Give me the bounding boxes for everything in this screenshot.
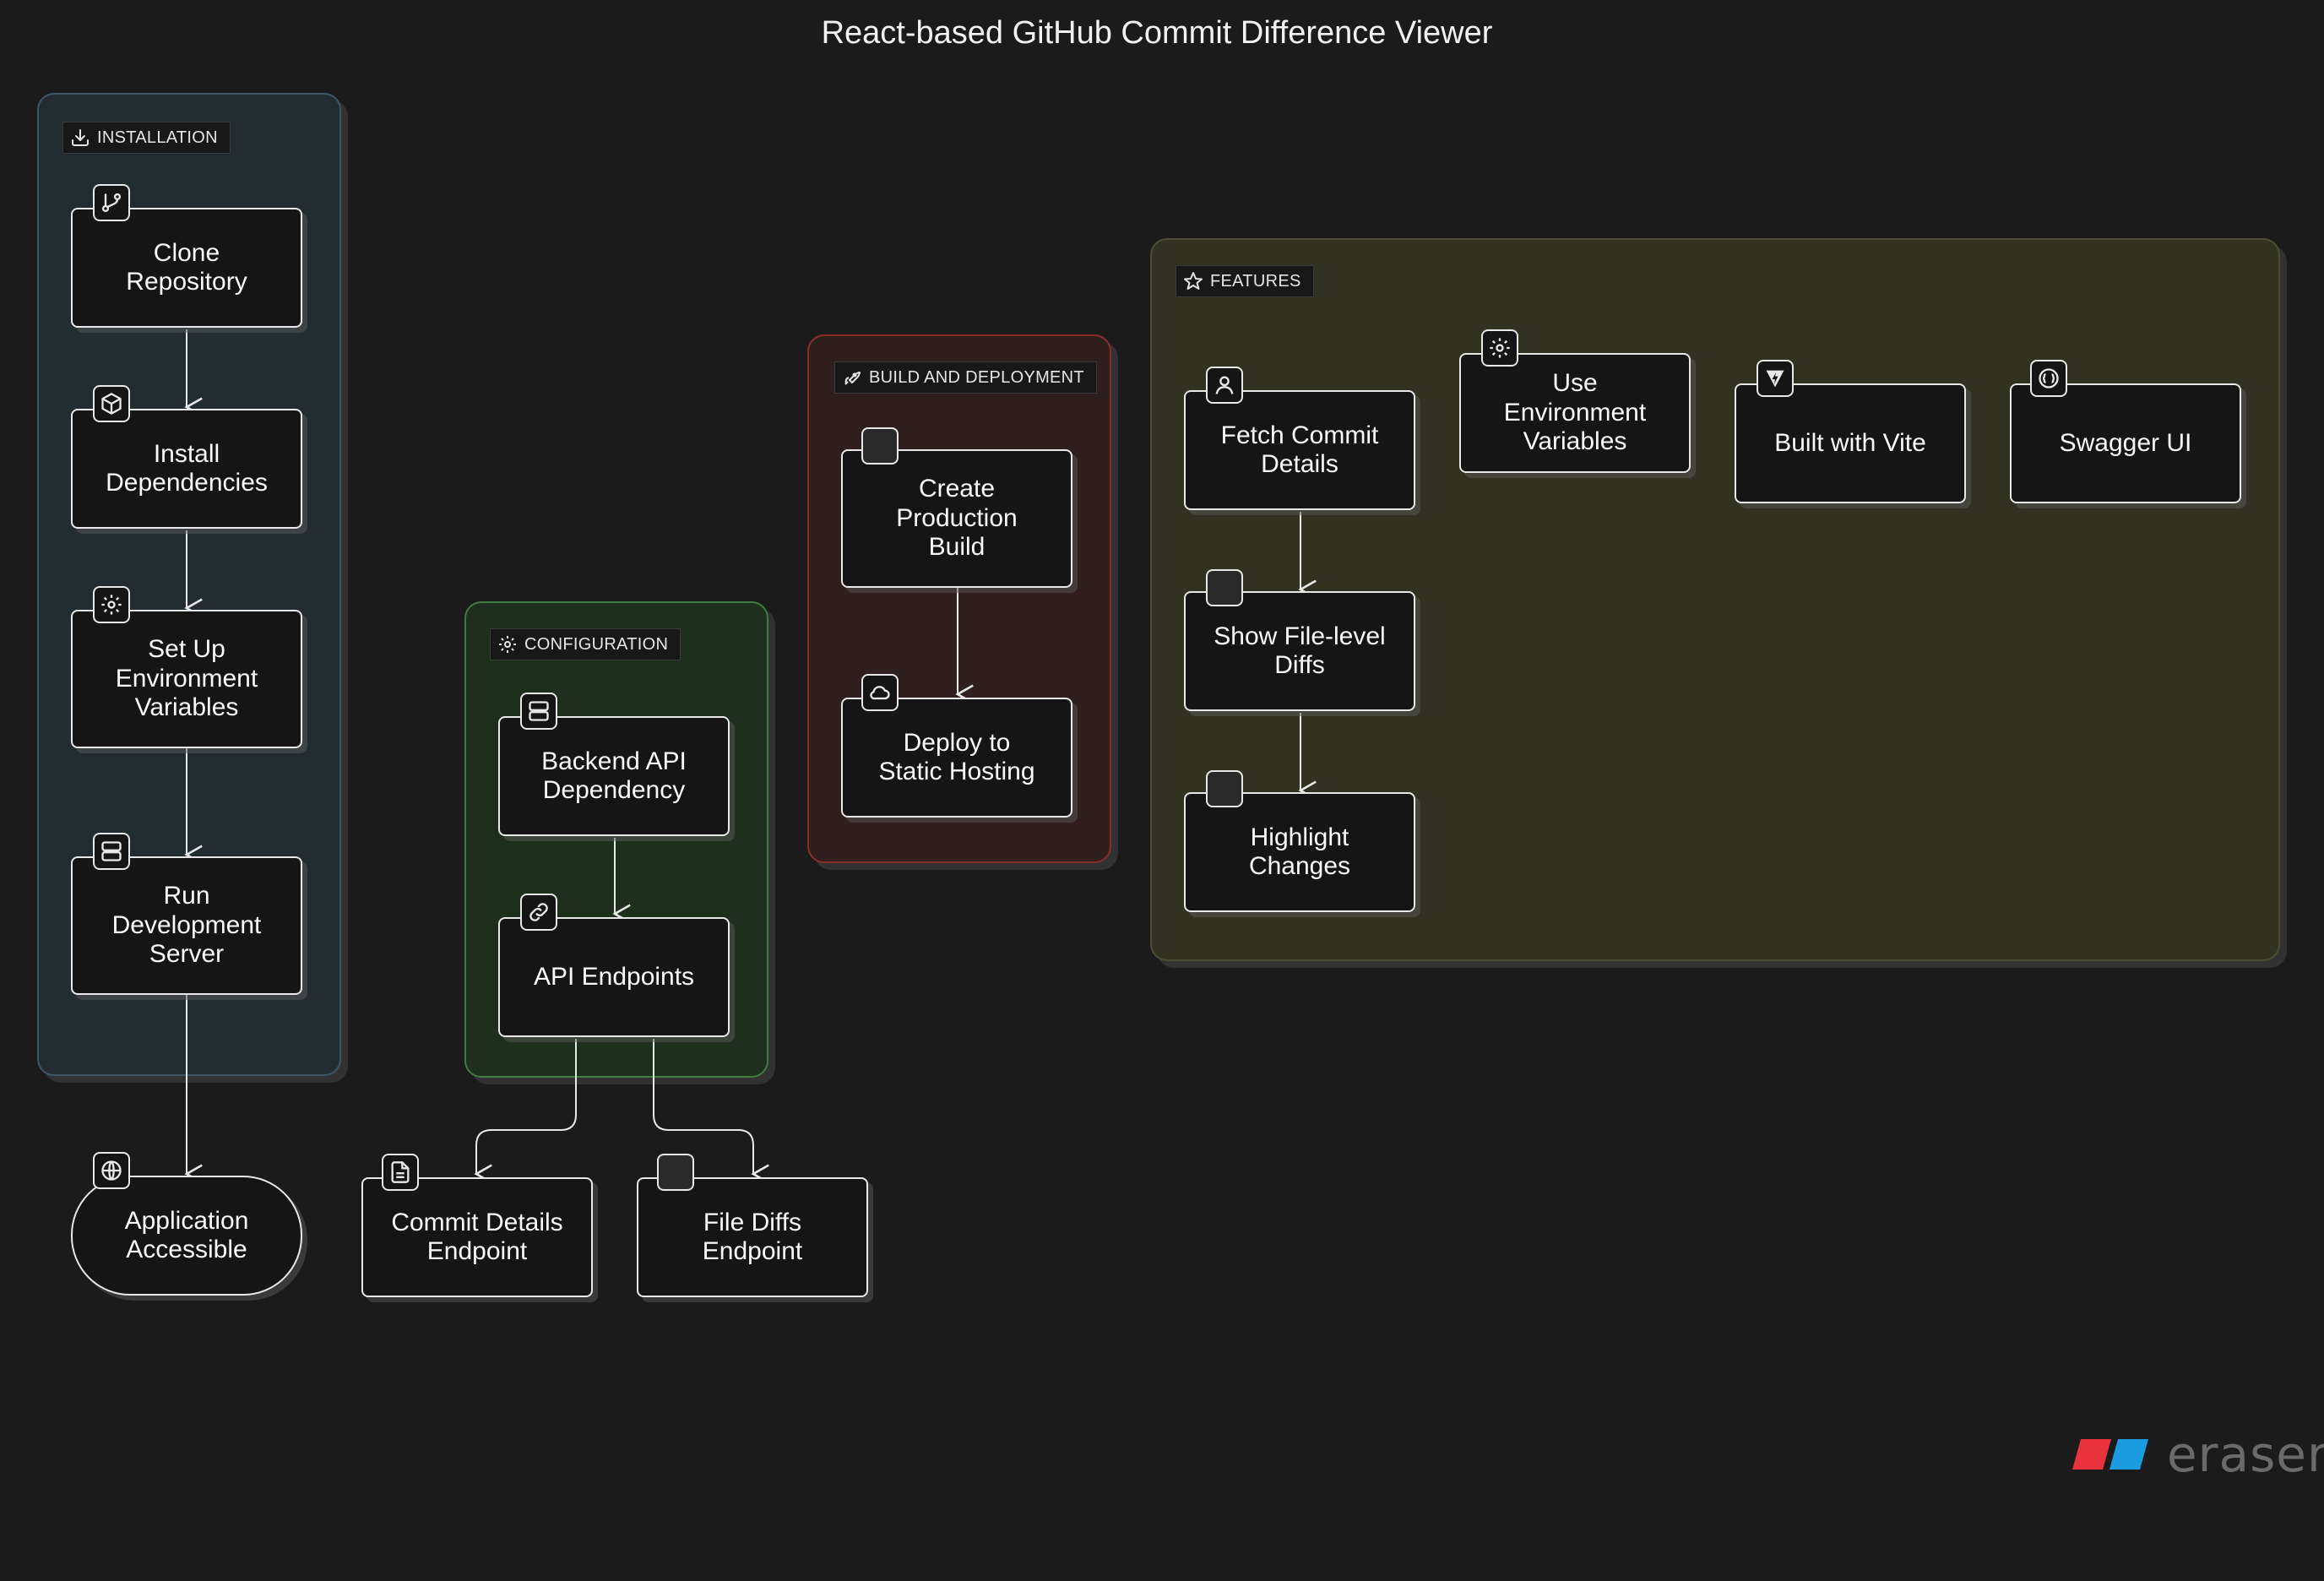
group-label-text: FEATURES: [1210, 271, 1301, 291]
group-label-text: CONFIGURATION: [524, 634, 669, 654]
group-label-text: INSTALLATION: [97, 128, 218, 147]
edge-endpoints-to-commit: [476, 1039, 577, 1174]
node-label: Use Environment Variables: [1503, 369, 1647, 456]
download-icon: [72, 129, 89, 146]
gear-icon: [1481, 329, 1518, 367]
node-install-dependencies[interactable]: Install Dependencies: [71, 409, 302, 529]
cloud-icon: [861, 674, 899, 711]
server-icon: [93, 833, 130, 870]
node-label: Backend API Dependency: [541, 747, 687, 805]
node-label: Clone Repository: [126, 238, 247, 296]
node-label: Deploy to Static Hosting: [878, 728, 1035, 786]
node-highlight-changes[interactable]: Highlight Changes: [1184, 792, 1415, 912]
swagger-icon: [2030, 360, 2067, 397]
node-fetch-commit-details[interactable]: Fetch Commit Details: [1184, 390, 1415, 510]
node-label: Built with Vite: [1774, 428, 1926, 457]
node-show-file-level-diffs[interactable]: Show File-level Diffs: [1184, 591, 1415, 711]
node-use-environment-variables[interactable]: Use Environment Variables: [1459, 353, 1691, 473]
group-label-configuration: CONFIGURATION: [490, 628, 681, 660]
file-text-icon: [382, 1154, 419, 1191]
group-label-build: BUILD AND DEPLOYMENT: [834, 361, 1097, 394]
blank-icon: [1206, 770, 1243, 807]
node-label: Show File-level Diffs: [1214, 622, 1386, 680]
package-icon: [93, 385, 130, 422]
gear-icon: [93, 586, 130, 623]
server-icon: [520, 693, 557, 730]
node-label: Swagger UI: [2059, 428, 2192, 457]
node-api-endpoints[interactable]: API Endpoints: [498, 917, 730, 1037]
node-application-accessible[interactable]: Application Accessible: [71, 1176, 302, 1296]
node-set-up-environment-variables[interactable]: Set Up Environment Variables: [71, 610, 302, 748]
git-branch-icon: [93, 184, 130, 221]
blank-icon: [657, 1154, 694, 1191]
node-label: Fetch Commit Details: [1220, 421, 1379, 479]
group-label-installation: INSTALLATION: [62, 122, 231, 154]
node-run-development-server[interactable]: Run Development Server: [71, 856, 302, 995]
node-backend-api-dependency[interactable]: Backend API Dependency: [498, 716, 730, 836]
node-label: Application Accessible: [124, 1206, 249, 1264]
node-create-production-build[interactable]: Create Production Build: [841, 449, 1072, 588]
group-label-features: FEATURES: [1176, 265, 1314, 297]
node-label: Install Dependencies: [106, 439, 268, 497]
globe-icon: [93, 1152, 130, 1189]
node-file-diffs-endpoint[interactable]: File Diffs Endpoint: [637, 1177, 868, 1297]
star-icon: [1184, 272, 1203, 290]
rocket-icon: [844, 372, 861, 385]
eraser-logo-icon: [2072, 1439, 2148, 1470]
gear-icon: [499, 636, 516, 653]
node-label: Create Production Build: [896, 475, 1018, 562]
node-label: Run Development Server: [111, 882, 262, 969]
node-label: Highlight Changes: [1248, 823, 1351, 881]
edge-endpoints-to-diffs: [653, 1039, 753, 1174]
group-label-text: BUILD AND DEPLOYMENT: [869, 367, 1084, 387]
brand-name: eraser: [2167, 1426, 2324, 1483]
blank-icon: [1206, 569, 1243, 606]
node-commit-details-endpoint[interactable]: Commit Details Endpoint: [361, 1177, 593, 1297]
vite-icon: [1757, 360, 1794, 397]
diagram-title: React-based GitHub Commit Difference Vie…: [821, 15, 1493, 51]
node-clone-repository[interactable]: Clone Repository: [71, 208, 302, 328]
eraser-brand: eraser: [2069, 1426, 2324, 1483]
link-icon: [520, 894, 557, 931]
user-icon: [1206, 367, 1243, 404]
node-deploy-to-static-hosting[interactable]: Deploy to Static Hosting: [841, 698, 1072, 818]
node-swagger-ui[interactable]: Swagger UI: [2010, 383, 2241, 503]
node-label: File Diffs Endpoint: [702, 1208, 803, 1266]
node-built-with-vite[interactable]: Built with Vite: [1735, 383, 1966, 503]
blank-icon: [861, 427, 899, 465]
node-label: Commit Details Endpoint: [391, 1208, 563, 1266]
node-label: Set Up Environment Variables: [115, 635, 258, 722]
node-label: API Endpoints: [533, 962, 695, 991]
